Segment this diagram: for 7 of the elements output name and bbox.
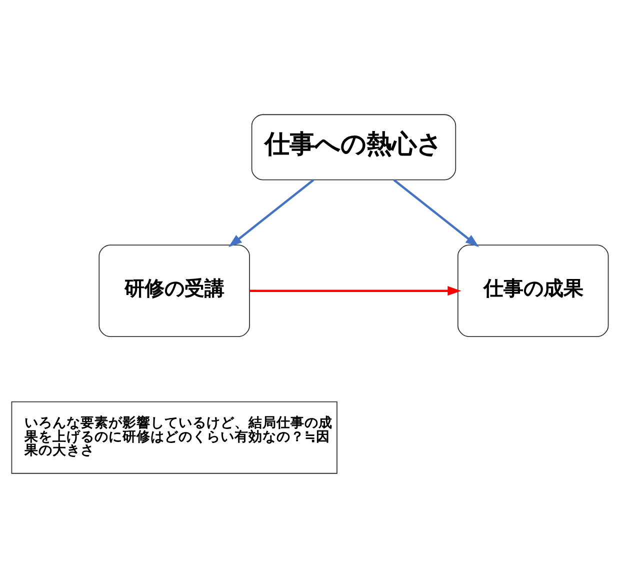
arrow: [250, 286, 462, 296]
node-box: いろんな要素が影響しているけど、結局仕事の成果を上げるのに研修はどのくらい有効なの？≒因果の大きさ: [11, 400, 338, 474]
node-box: 研修の受講: [98, 244, 250, 337]
node-box: 仕事への熱心さ: [251, 114, 456, 180]
node-box: 仕事の成果: [457, 244, 609, 337]
arrow: [393, 178, 479, 247]
arrow: [228, 178, 314, 247]
